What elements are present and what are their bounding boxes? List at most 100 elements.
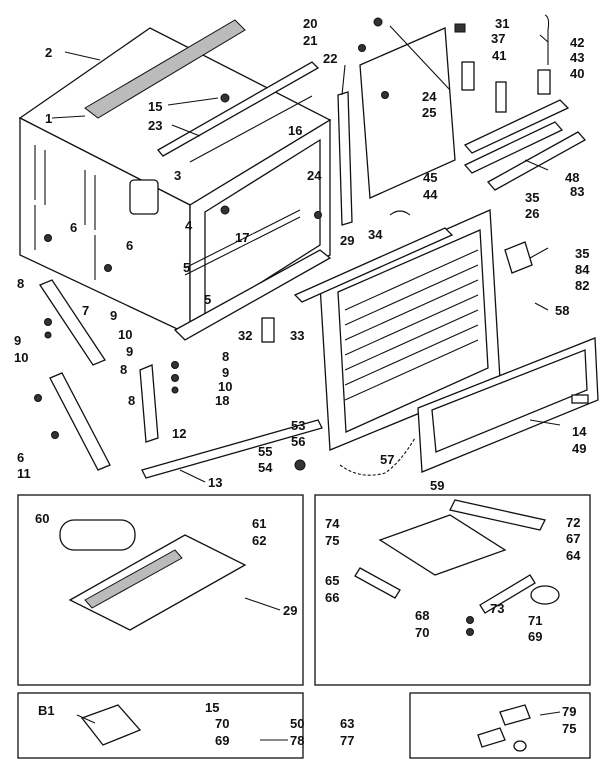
callout-label: 48: [565, 170, 579, 185]
part-72-strip: [449, 499, 546, 531]
callout-label: 5: [204, 292, 211, 307]
part-32-block: [261, 317, 275, 343]
part-73-coil: [530, 585, 560, 605]
callout-label: 24: [307, 168, 322, 183]
callout-label: 9: [110, 308, 117, 323]
part-75-plug: [513, 740, 527, 752]
callout-label: 43: [570, 50, 584, 65]
part-14-tab: [571, 394, 589, 404]
kit-box-50-frame: [17, 692, 304, 759]
callout-label: 5: [183, 260, 190, 275]
callout-label: 32: [238, 328, 252, 343]
callout-labels: 2 1 15 23 16 3 6 6 4 17 5 5 20 21 22 24 …: [14, 16, 590, 748]
part-65-strip: [354, 567, 401, 599]
callout-label: 9: [126, 344, 133, 359]
callout-label: 25: [422, 105, 436, 120]
callout-label: 15: [148, 99, 162, 114]
part-42-rod: [544, 14, 550, 65]
part-62-panel: [68, 534, 247, 631]
callout-label: 72: [566, 515, 580, 530]
callout-label: 10: [118, 327, 132, 342]
callout-label: 60: [35, 511, 49, 526]
callout-label: 44: [423, 187, 438, 202]
part-60-gasket: [59, 519, 136, 551]
side-handle: [129, 179, 159, 215]
screw-6c: [34, 394, 42, 402]
callout-label: 10: [14, 350, 28, 365]
screw-6a: [44, 234, 52, 242]
kit-box-50: [17, 692, 304, 759]
kit-box-77-frame: [409, 692, 591, 759]
rail-7: [39, 279, 106, 366]
callout-label: 61: [252, 516, 266, 531]
callout-label: 8: [120, 362, 127, 377]
callout-label: 49: [572, 441, 586, 456]
callout-label: 73: [490, 601, 504, 616]
left-rails-group: [34, 279, 416, 479]
callout-label: 74: [325, 516, 340, 531]
callout-label: 70: [215, 716, 229, 731]
callout-label: 40: [570, 66, 584, 81]
vertical-bracket-22: [337, 91, 353, 226]
part-61-strip: [84, 549, 183, 609]
washer-8: [171, 361, 179, 369]
cabinet-bottom-rail: [173, 249, 332, 341]
callout-label: 16: [288, 123, 302, 138]
callout-label: 31: [495, 16, 509, 31]
callout-label: 84: [575, 262, 590, 277]
callout-label: 34: [368, 227, 383, 242]
top-rail-23: [157, 61, 320, 157]
callout-label: 3: [174, 168, 181, 183]
callout-label: 70: [415, 625, 429, 640]
cabinet-group: [18, 19, 332, 341]
screw-20: [373, 17, 383, 27]
washer-71: [466, 628, 474, 636]
callout-label: 6: [126, 238, 133, 253]
callout-label: 20: [303, 16, 317, 31]
callout-label: 66: [325, 590, 339, 605]
washer-10c: [171, 386, 179, 394]
callout-label: 7: [82, 303, 89, 318]
callout-label: 75: [325, 533, 339, 548]
callout-label: 83: [570, 184, 584, 199]
callout-label: 42: [570, 35, 584, 50]
callout-label: 33: [290, 328, 304, 343]
callout-label: 4: [185, 218, 193, 233]
screw-15: [220, 93, 230, 103]
part-31-clip: [454, 23, 466, 33]
callout-label: 1: [45, 111, 52, 126]
front-door-inner: [431, 349, 588, 453]
callout-label: 78: [290, 733, 304, 748]
callout-label: 63: [340, 716, 354, 731]
callout-label: 11: [17, 466, 31, 481]
callout-label: 57: [380, 452, 394, 467]
callout-label: 35: [525, 190, 539, 205]
screw-6d: [51, 431, 59, 439]
rail-11: [49, 372, 111, 471]
callout-label: 14: [572, 424, 587, 439]
grille-louvers: [344, 249, 479, 401]
front-grille-group: [293, 209, 599, 473]
top-gasket-strip: [84, 19, 246, 119]
control-knob-26: [504, 241, 533, 274]
callout-label: 45: [423, 170, 437, 185]
part-44-bar: [463, 121, 564, 174]
callout-label: 82: [575, 278, 589, 293]
leader-lines: [51, 25, 561, 741]
kit-box-29: [17, 494, 304, 686]
callout-label: 53: [291, 418, 305, 433]
callout-label: 67: [566, 531, 580, 546]
side-louvers: [34, 145, 96, 280]
rail-13: [141, 419, 323, 479]
callout-label: 29: [283, 603, 297, 618]
screw-17: [220, 205, 230, 215]
screw-6b: [104, 264, 112, 272]
callout-label: 68: [415, 608, 429, 623]
kit-box-77: [409, 692, 591, 759]
callout-label: 29: [340, 233, 354, 248]
kit-box-63: [314, 494, 591, 686]
screw-24a: [381, 91, 389, 99]
washer-9c: [171, 374, 179, 382]
callout-label: 55: [258, 444, 272, 459]
